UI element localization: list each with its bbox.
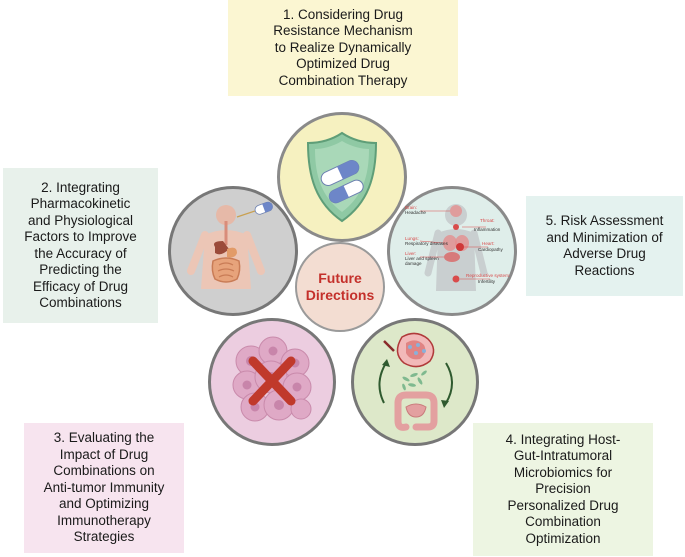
gut-tumor-cycle-icon xyxy=(378,332,453,431)
future-directions-center: Future Directions xyxy=(295,242,385,332)
heart-label: Heart: xyxy=(482,241,495,246)
throat-label: Throat: xyxy=(480,218,495,223)
box3-line: Anti-tumor Immunity xyxy=(43,479,165,495)
human-body-adverse-icon: Brain: Headache Throat: Inflammation Lun… xyxy=(405,204,510,291)
liver-label: Liver: xyxy=(405,251,416,256)
box4-line: 4. Integrating Host- xyxy=(505,431,621,447)
box2-line: 2. Integrating xyxy=(41,179,120,195)
box5-line: and Minimization of xyxy=(546,229,663,245)
box3-line: Strategies xyxy=(73,529,135,545)
pharmacokinetic-circle xyxy=(168,186,298,316)
digestive-system-icon xyxy=(187,201,273,289)
box5-line: 5. Risk Assessment xyxy=(545,213,664,228)
box1-line: Resistance Mechanism xyxy=(273,23,413,39)
liver-value-1: Liver and spleen xyxy=(405,256,439,261)
box2-line: Predicting the xyxy=(39,262,122,277)
center-title-line-1: Future xyxy=(318,270,362,286)
microbiomics-circle xyxy=(351,318,479,446)
box4-line: Precision xyxy=(535,481,591,497)
center-title-line-2: Directions xyxy=(305,287,375,303)
tumor-cross-icon xyxy=(232,336,312,422)
box3-line: Immunotherapy xyxy=(57,512,151,528)
repro-label: Reproductive system: xyxy=(466,273,510,278)
direction-box-4: 4. Integrating Host- Gut-Intratumoral Mi… xyxy=(473,423,653,556)
brain-value: Headache xyxy=(405,210,426,215)
direction-box-2: 2. Integrating Pharmacokinetic and Physi… xyxy=(3,168,158,323)
box4-line: Gut-Intratumoral xyxy=(513,448,613,464)
box4-line: Personalized Drug xyxy=(507,497,619,513)
box3-line: 3. Evaluating the xyxy=(53,430,155,446)
box3-line: Combinations on xyxy=(53,463,155,479)
direction-box-3: 3. Evaluating the Impact of Drug Combina… xyxy=(24,423,184,553)
box1-line: to Realize Dynamically xyxy=(274,39,412,55)
box5-line: Adverse Drug xyxy=(563,246,646,261)
box2-line: Pharmacokinetic xyxy=(30,196,131,211)
heart-value: Cardiopathy xyxy=(478,247,503,252)
box2-line: Efficacy of Drug xyxy=(32,278,129,294)
box2-line: and Physiological xyxy=(27,212,134,228)
box1-line: Combination Therapy xyxy=(278,72,408,88)
box2-line: the Accuracy of xyxy=(34,245,127,261)
adverse-reactions-circle: Brain: Headache Throat: Inflammation Lun… xyxy=(387,186,517,316)
lungs-value: Respiratory diseases xyxy=(405,241,449,246)
box4-line: Microbiomics for xyxy=(513,464,613,480)
box2-line: Factors to Improve xyxy=(24,229,137,244)
box5-line: Reactions xyxy=(574,262,635,278)
box4-line: Combination xyxy=(525,514,601,530)
drug-resistance-circle xyxy=(277,112,407,242)
anti-tumor-circle xyxy=(208,318,336,446)
liver-value-2: damage xyxy=(405,261,422,266)
box1-line: 1. Considering Drug xyxy=(282,6,404,22)
direction-box-5: 5. Risk Assessment and Minimization of A… xyxy=(526,196,683,296)
box3-line: and Optimizing xyxy=(58,496,150,512)
repro-value: Infertility xyxy=(478,279,496,284)
direction-box-1: 1. Considering Drug Resistance Mechanism… xyxy=(228,0,458,96)
throat-value: Inflammation xyxy=(474,227,501,232)
lungs-label: Lungs: xyxy=(405,236,419,241)
box3-line: Impact of Drug xyxy=(59,446,149,462)
shield-capsule-icon xyxy=(306,131,378,223)
brain-label: Brain: xyxy=(405,205,417,210)
box2-line: Combinations xyxy=(39,295,122,310)
box1-line: Optimized Drug xyxy=(296,56,390,72)
red-cross-icon xyxy=(248,356,296,406)
box4-line: Optimization xyxy=(525,530,601,546)
